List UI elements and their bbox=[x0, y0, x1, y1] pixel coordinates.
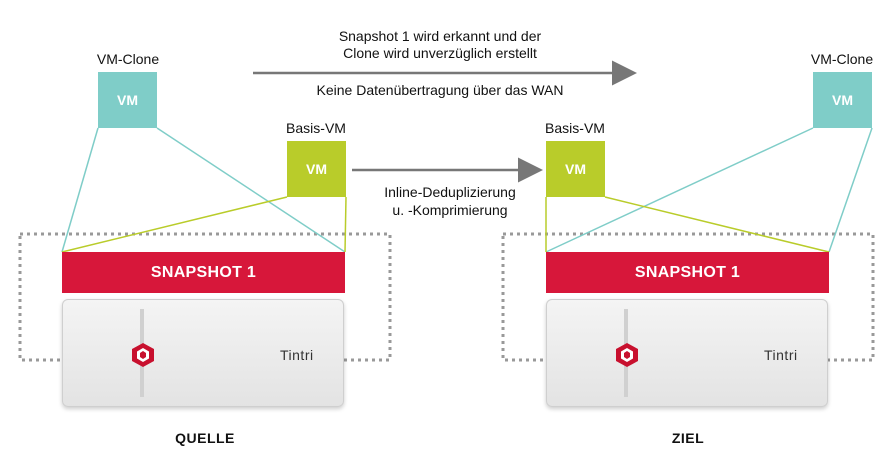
dedup-note-line-1: Inline-Deduplizierung bbox=[384, 184, 516, 200]
source-base-vm-box: VM bbox=[287, 141, 346, 197]
target-base-label: Basis-VM bbox=[545, 120, 605, 136]
target-snapshot-bar: SNAPSHOT 1 bbox=[546, 252, 829, 293]
source-clone-line-left bbox=[61, 127, 99, 253]
target-base-line-right bbox=[604, 196, 830, 253]
target-caption: ZIEL bbox=[671, 430, 705, 446]
top-note-line-1: Snapshot 1 wird erkannt und der bbox=[338, 28, 542, 44]
source-clone-line-right bbox=[156, 127, 346, 253]
source-clone-vm-box: VM bbox=[98, 72, 157, 128]
target-base-vm-box: VM bbox=[546, 141, 605, 197]
dedup-note-line-2: u. -Komprimierung bbox=[392, 202, 508, 218]
target-clone-line-right bbox=[828, 127, 873, 253]
target-clone-line-left bbox=[545, 127, 814, 253]
source-snapshot-bar: SNAPSHOT 1 bbox=[62, 252, 345, 293]
source-storage-array: Tintri bbox=[62, 299, 344, 407]
target-storage-array: Tintri bbox=[546, 299, 828, 407]
target-clone-label: VM-Clone bbox=[810, 51, 874, 67]
tintri-logo-icon bbox=[132, 343, 154, 367]
source-clone-label: VM-Clone bbox=[96, 51, 160, 67]
target-clone-vm-box: VM bbox=[813, 72, 872, 128]
tintri-logo-icon bbox=[616, 343, 638, 367]
wan-note: Keine Datenübertragung über das WAN bbox=[316, 82, 564, 98]
source-base-label: Basis-VM bbox=[286, 120, 346, 136]
top-note-line-2: Clone wird unverzüglich erstellt bbox=[343, 45, 537, 61]
source-brand-label: Tintri bbox=[280, 347, 314, 363]
source-base-line-right bbox=[344, 196, 347, 253]
source-base-line-left bbox=[61, 196, 288, 253]
target-brand-label: Tintri bbox=[764, 347, 798, 363]
source-caption: QUELLE bbox=[175, 430, 235, 446]
